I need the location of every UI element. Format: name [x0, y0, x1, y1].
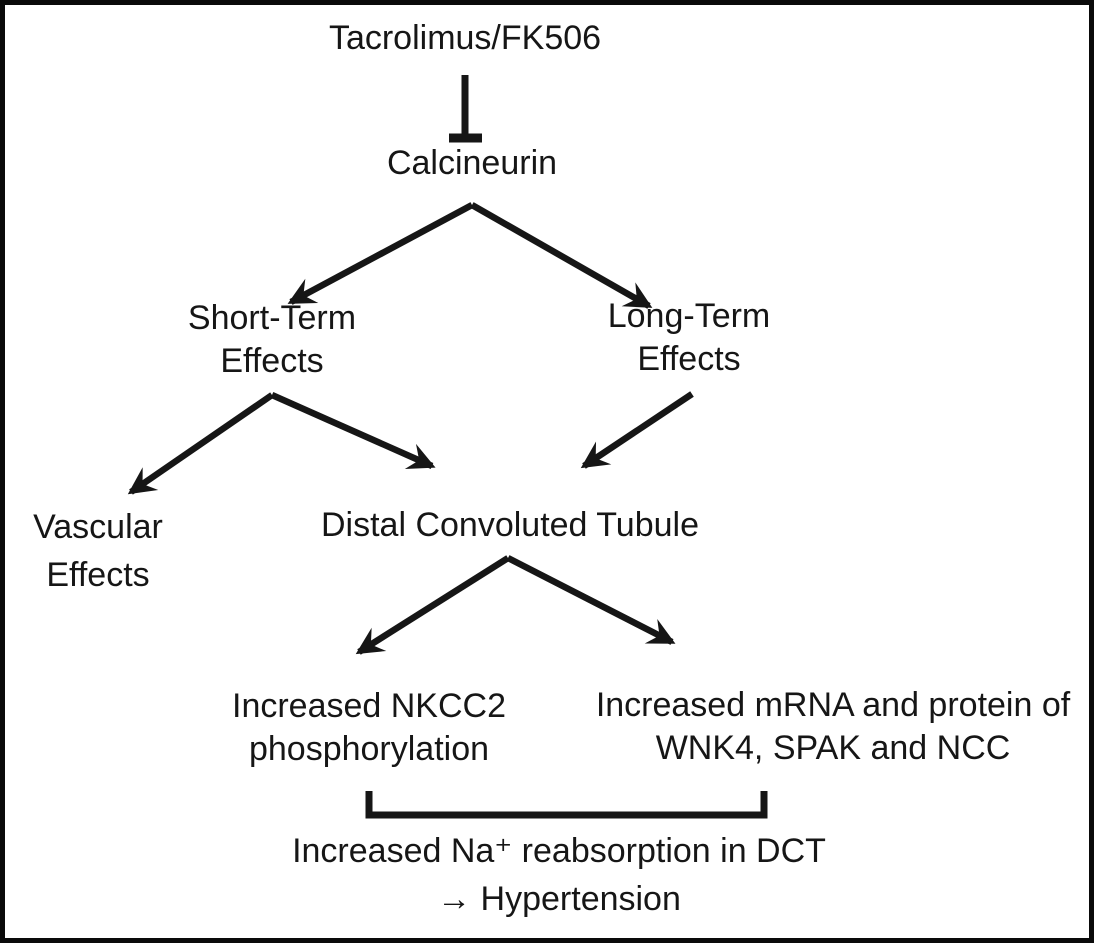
arrow-short-term-to-vascular — [127, 392, 274, 495]
node-outcome-line1: Increased Na⁺ reabsorption in DCT — [292, 832, 826, 870]
node-vascular-effects: Vascular Effects — [33, 503, 163, 599]
node-tacrolimus: Tacrolimus/FK506 — [329, 17, 601, 60]
node-wnk4-line2: WNK4, SPAK and NCC — [655, 729, 1011, 767]
node-outcome-hypertension: Increased Na⁺ reabsorption in DCT → Hype… — [292, 827, 826, 923]
node-increased-mrna-protein: Increased mRNA and protein of WNK4, SPAK… — [596, 684, 1070, 770]
node-tacrolimus-label: Tacrolimus/FK506 — [328, 19, 602, 57]
arrow-long-term-to-dct — [580, 391, 694, 469]
node-calcineurin-label: Calcineurin — [386, 144, 558, 182]
node-increased-nkcc2-phosphorylation: Increased NKCC2 phosphorylation — [232, 685, 506, 771]
node-vascular-line2: Effects — [46, 556, 150, 594]
arrow-dct-to-wnk4 — [506, 555, 676, 645]
node-nkcc2-line2: phosphorylation — [248, 730, 490, 768]
node-calcineurin: Calcineurin — [387, 142, 557, 185]
node-dct-label: Distal Convoluted Tubule — [320, 506, 700, 544]
node-short-term-effects: Short-Term Effects — [188, 297, 356, 383]
node-short-term-line2: Effects — [220, 342, 324, 380]
arrow-short-term-to-dct — [270, 392, 436, 469]
node-distal-convoluted-tubule: Distal Convoluted Tubule — [321, 504, 699, 547]
arrow-dct-to-nkcc2 — [355, 555, 510, 655]
node-vascular-line1: Vascular — [33, 508, 163, 546]
node-outcome-line2: → Hypertension — [437, 880, 681, 918]
node-long-term-line2: Effects — [637, 340, 741, 378]
node-wnk4-line1: Increased mRNA and protein of — [595, 686, 1071, 724]
node-long-term-line1: Long-Term — [607, 297, 771, 335]
inhibition-connector-tacrolimus-calcineurin — [449, 75, 482, 143]
node-nkcc2-line1: Increased NKCC2 — [231, 687, 507, 725]
bracket-combine-results — [365, 791, 768, 819]
arrow-calcineurin-to-long-term — [470, 202, 653, 309]
node-long-term-effects: Long-Term Effects — [608, 295, 771, 381]
arrow-calcineurin-to-short-term — [287, 202, 474, 305]
node-short-term-line1: Short-Term — [187, 299, 357, 337]
